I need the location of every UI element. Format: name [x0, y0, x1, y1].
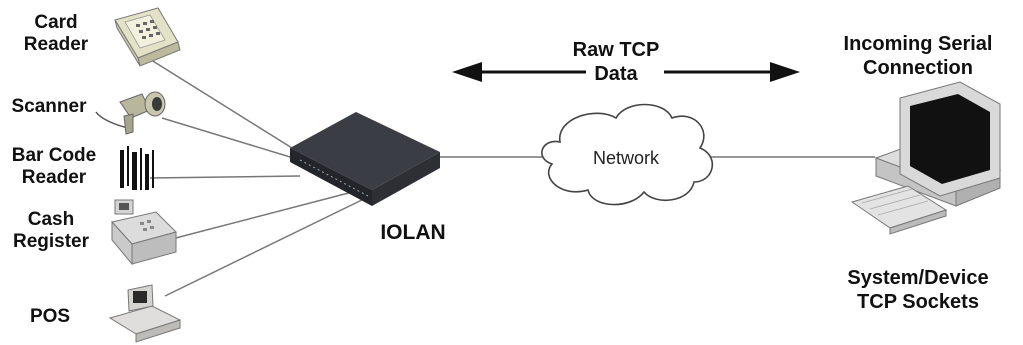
card-reader-label-line1: Card — [34, 12, 78, 33]
scanner-icon — [95, 91, 166, 135]
system-device-label: System/Device TCP Sockets — [820, 266, 1016, 314]
network-label: Network — [593, 148, 660, 168]
card-reader-label-line2: Reader — [23, 34, 89, 55]
cash-register-label-line2: Register — [12, 231, 90, 252]
incoming-serial-label-line2: Connection — [863, 57, 973, 79]
double-arrow-icon — [452, 62, 800, 82]
system-device-label-line1: System/Device — [847, 267, 989, 289]
link-cash-register — [167, 189, 361, 241]
raw-tcp-label: Raw TCP Data — [556, 38, 676, 86]
bar-code-reader-label: Bar Code Reader — [6, 145, 102, 189]
card-reader-icon — [114, 7, 181, 67]
device-links — [147, 57, 371, 297]
incoming-serial-label: Incoming Serial Connection — [820, 32, 1016, 80]
cash-register-label: Cash Register — [8, 209, 94, 253]
link-bar-code-reader — [149, 175, 301, 179]
computer-icon — [850, 81, 1002, 235]
link-pos — [164, 195, 371, 297]
raw-tcp-label-line2: Data — [594, 63, 638, 85]
iolan-hub-icon — [290, 112, 440, 206]
bar-code-reader-label-line2: Reader — [21, 167, 87, 188]
barcode-icon — [120, 146, 154, 190]
network-cloud-icon: Network — [541, 103, 714, 206]
pos-label: POS — [29, 306, 71, 327]
cash-register-label-line1: Cash — [27, 209, 75, 230]
link-card-reader — [147, 57, 301, 154]
link-scanner — [161, 117, 301, 161]
scanner-label: Scanner — [11, 96, 87, 117]
pos-terminal-icon — [108, 284, 182, 343]
incoming-serial-label-line1: Incoming Serial — [843, 33, 993, 55]
iolan-label: IOLAN — [380, 221, 446, 244]
bar-code-reader-label-line1: Bar Code — [11, 145, 97, 166]
card-reader-label: Card Reader — [14, 12, 98, 56]
system-device-label-line2: TCP Sockets — [857, 291, 979, 313]
raw-tcp-label-line1: Raw TCP — [572, 39, 660, 61]
cash-register-icon — [111, 199, 177, 266]
